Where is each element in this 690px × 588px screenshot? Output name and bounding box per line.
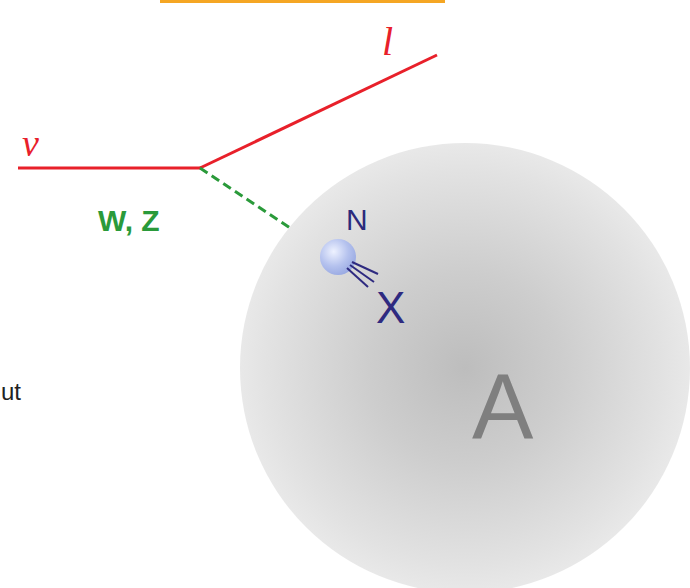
neutrino-symbol: ν xyxy=(22,124,39,162)
hadron-label: X xyxy=(376,286,405,330)
nucleon-sphere: N xyxy=(320,239,356,275)
neutrino-line xyxy=(18,167,201,170)
nucleus-label: A xyxy=(472,361,533,453)
nucleon-label: N xyxy=(346,205,368,235)
nucleus-circle: AN xyxy=(240,143,690,588)
header-bar xyxy=(160,0,445,3)
jet-line xyxy=(350,265,374,282)
jet-line xyxy=(347,268,368,287)
lepton-symbol: l xyxy=(382,22,393,62)
cut-text: ut xyxy=(1,380,21,404)
boson-label: W, Z xyxy=(98,206,160,236)
jet-line xyxy=(352,262,378,274)
